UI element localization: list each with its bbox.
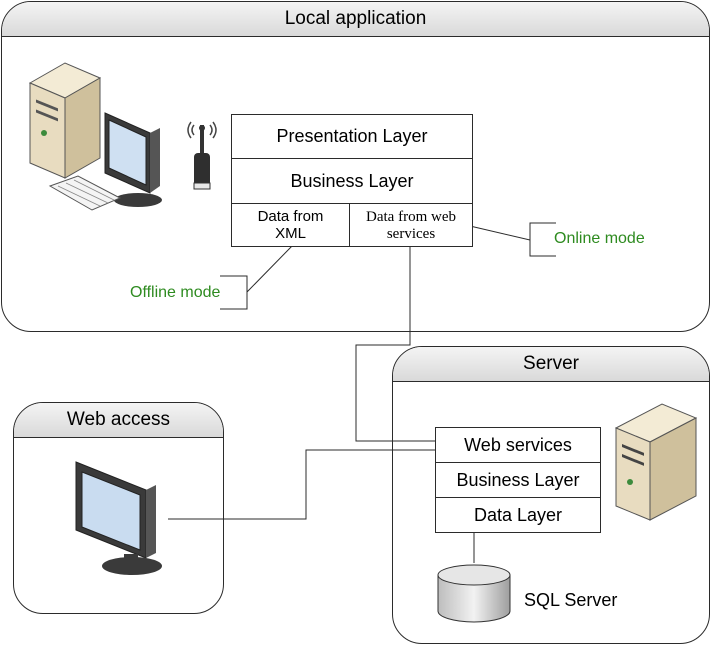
local-layer-stack: Presentation Layer Business Layer Data f… — [231, 114, 473, 247]
local-application-title: Local application — [2, 2, 709, 37]
wireless-antenna-icon — [187, 121, 217, 190]
server-title: Server — [393, 347, 709, 382]
local-business-layer: Business Layer — [232, 159, 472, 204]
offline-mode-callout: Offline mode — [130, 284, 221, 301]
data-layer: Data Layer — [473, 505, 563, 525]
presentation-layer: Presentation Layer — [232, 115, 472, 159]
server-layer-stack: Web services Business Layer Data Layer — [435, 427, 601, 533]
web-access-title: Web access — [14, 403, 223, 438]
web-services-layer: Web services — [436, 428, 600, 463]
data-from-xml: Data from XML — [232, 204, 350, 247]
sql-server-label: SQL Server — [524, 590, 618, 610]
monitor-icon — [75, 461, 162, 575]
desktop-computer-icon — [28, 62, 162, 211]
server-business-layer: Business Layer — [436, 463, 600, 498]
online-mode-callout: Online mode — [554, 230, 645, 247]
server-tower-icon — [614, 403, 698, 521]
database-cylinder-icon — [437, 564, 511, 623]
data-from-web-services: Data from web services — [366, 209, 456, 242]
